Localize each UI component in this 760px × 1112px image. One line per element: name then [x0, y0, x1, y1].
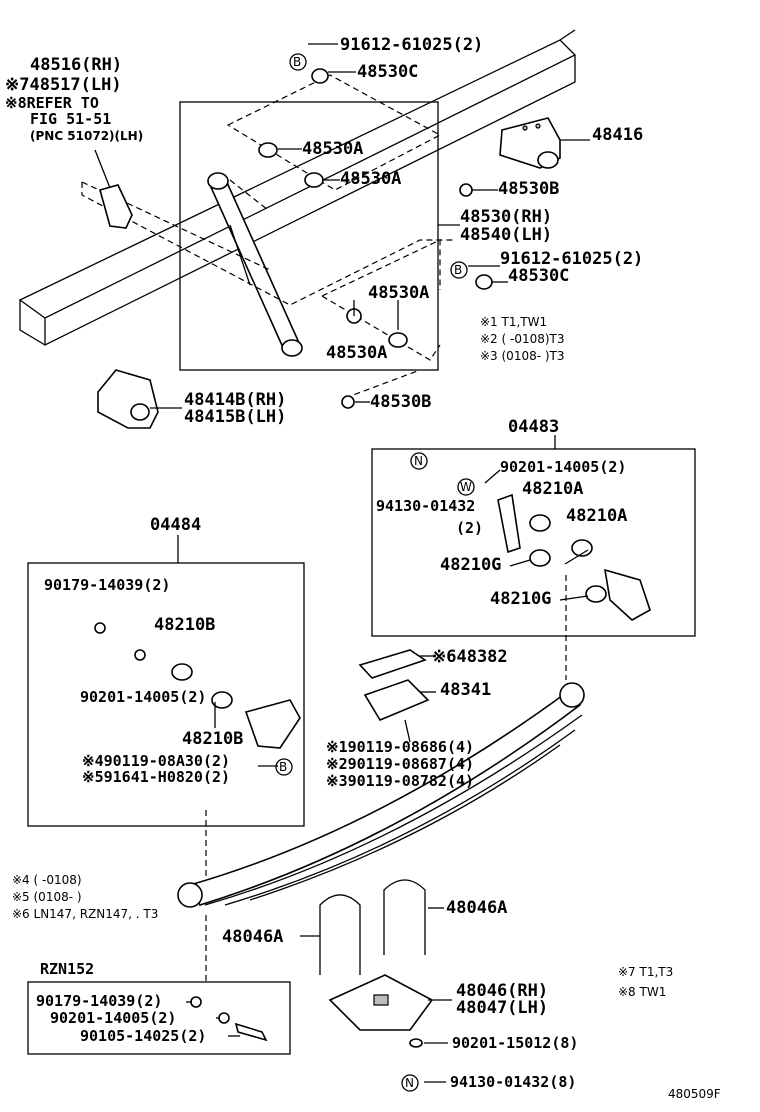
label-48382: ※648382: [432, 647, 508, 667]
note-6: ※6 LN147, RZN147, . T3: [12, 907, 158, 921]
frame-rail: [18, 29, 577, 347]
label-48046a-1: 48046A: [446, 898, 507, 918]
label-48210b-2: 48210B: [182, 729, 243, 749]
shock-absorber-box: [179, 101, 439, 371]
label-90201a: 90201-14005(2): [500, 458, 626, 476]
symbol-w-circle: [457, 478, 475, 496]
part-labels: 48516(RH) ※748517(LH) ※8REFER TO FIG 51-…: [5, 35, 721, 1101]
label-48530c-b: 48530C: [508, 266, 569, 286]
label-48210a-2: 48210A: [566, 506, 627, 526]
label-91612b: 91612-61025(2): [500, 249, 643, 269]
label-90119b: ※190119-08686(4): [326, 738, 474, 756]
note-5: ※5 (0108- ): [12, 890, 82, 904]
spring-seat: [358, 649, 430, 743]
bracket-48516: [94, 149, 133, 229]
label-48341: 48341: [440, 680, 491, 700]
label-90105: 90105-14025(2): [80, 1027, 206, 1045]
label-48047lh: 48047(LH): [456, 998, 548, 1018]
label-90201b: 90201-14005(2): [80, 688, 206, 706]
symbol-n-circle: [410, 452, 428, 470]
label-04483: 04483: [508, 417, 559, 437]
label-48046a-2: 48046A: [222, 927, 283, 947]
note-4: ※4 ( -0108): [12, 873, 82, 887]
label-48530rh: 48530(RH): [460, 207, 552, 227]
label-48517: ※748517(LH): [5, 75, 122, 95]
note-2: ※2 ( -0108)T3: [480, 332, 565, 346]
label-48530c-a: 48530C: [357, 62, 418, 82]
label-48530b-2: 48530B: [370, 392, 431, 412]
label-90179b: 90179-14039(2): [36, 992, 162, 1010]
symbol-n: N: [414, 454, 423, 468]
label-94130a: 94130-01432: [376, 497, 475, 515]
label-48530b-1: 48530B: [498, 179, 559, 199]
label-refer: ※8REFER TO: [5, 94, 99, 112]
label-91612a: 91612-61025(2): [340, 35, 483, 55]
box-04484: [27, 562, 305, 827]
label-48416: 48416: [592, 125, 643, 145]
label-90119c: ※290119-08687(4): [326, 755, 474, 773]
label-48516: 48516(RH): [30, 55, 122, 75]
symbol-b: B: [279, 760, 287, 774]
label-94130b: 94130-01432(8): [450, 1073, 576, 1091]
note-1: ※1 T1,TW1: [480, 315, 547, 329]
label-48210b-1: 48210B: [154, 615, 215, 635]
label-48046rh: 48046(RH): [456, 981, 548, 1001]
note-7: ※7 T1,T3: [618, 965, 673, 979]
label-48210g-1: 48210G: [440, 555, 501, 575]
reference-number: 480509F: [668, 1087, 721, 1101]
label-48210a-1: 48210A: [522, 479, 583, 499]
note-8: ※8 TW1: [618, 985, 666, 999]
label-48210g-2: 48210G: [490, 589, 551, 609]
leaf-spring: [177, 682, 585, 908]
label-90119d: ※390119-08782(4): [326, 772, 474, 790]
spring-hanger-48414b: [97, 369, 159, 429]
bracket-48416: [499, 117, 561, 169]
label-48530a-2: 48530A: [340, 169, 401, 189]
spring-plate: [328, 974, 434, 1031]
label-48415b: 48415B(LH): [184, 407, 286, 427]
box-rzn152: [27, 981, 291, 1055]
u-bolts: [319, 879, 426, 975]
footnotes: ※1 T1,TW1 ※2 ( -0108)T3 ※3 (0108- )T3 ※4…: [12, 315, 673, 999]
nut-90201: [409, 1038, 423, 1048]
symbol-w: W: [460, 480, 472, 494]
shock-absorber: [207, 172, 303, 357]
leader-lines: [150, 43, 590, 1083]
symbol-b-circle: [289, 53, 307, 71]
symbol-n-circle: [401, 1074, 419, 1092]
label-90179a: 90179-14039(2): [44, 576, 170, 594]
symbol-b: B: [293, 55, 301, 69]
symbol-b-circle: [275, 758, 293, 776]
symbol-markers: B B B N N W: [275, 53, 475, 1092]
label-48530a-4: 48530A: [326, 343, 387, 363]
label-91641: ※591641-H0820(2): [82, 768, 230, 786]
label-90201d: 90201-14005(2): [50, 1009, 176, 1027]
label-48530a-1: 48530A: [302, 139, 363, 159]
symbol-b: B: [454, 263, 462, 277]
label-fig: FIG 51-51: [30, 110, 111, 128]
label-90201c: 90201-15012(8): [452, 1034, 578, 1052]
label-04484: 04484: [150, 515, 201, 535]
label-94130a-qty: (2): [456, 519, 483, 537]
label-90119a: ※490119-08A30(2): [82, 752, 230, 770]
label-48414b: 48414B(RH): [184, 390, 286, 410]
label-48530a-3: 48530A: [368, 283, 429, 303]
symbol-n: N: [405, 1076, 414, 1090]
note-3: ※3 (0108- )T3: [480, 349, 565, 363]
label-rzn152: RZN152: [40, 960, 94, 978]
label-pnc: (PNC 51072)(LH): [30, 129, 143, 143]
shackle-parts-04483: [497, 493, 651, 621]
symbol-b-circle: [450, 261, 468, 279]
label-48540lh: 48540(LH): [460, 225, 552, 245]
box-04483: [371, 448, 696, 637]
shackle-parts-04484: [94, 622, 301, 749]
